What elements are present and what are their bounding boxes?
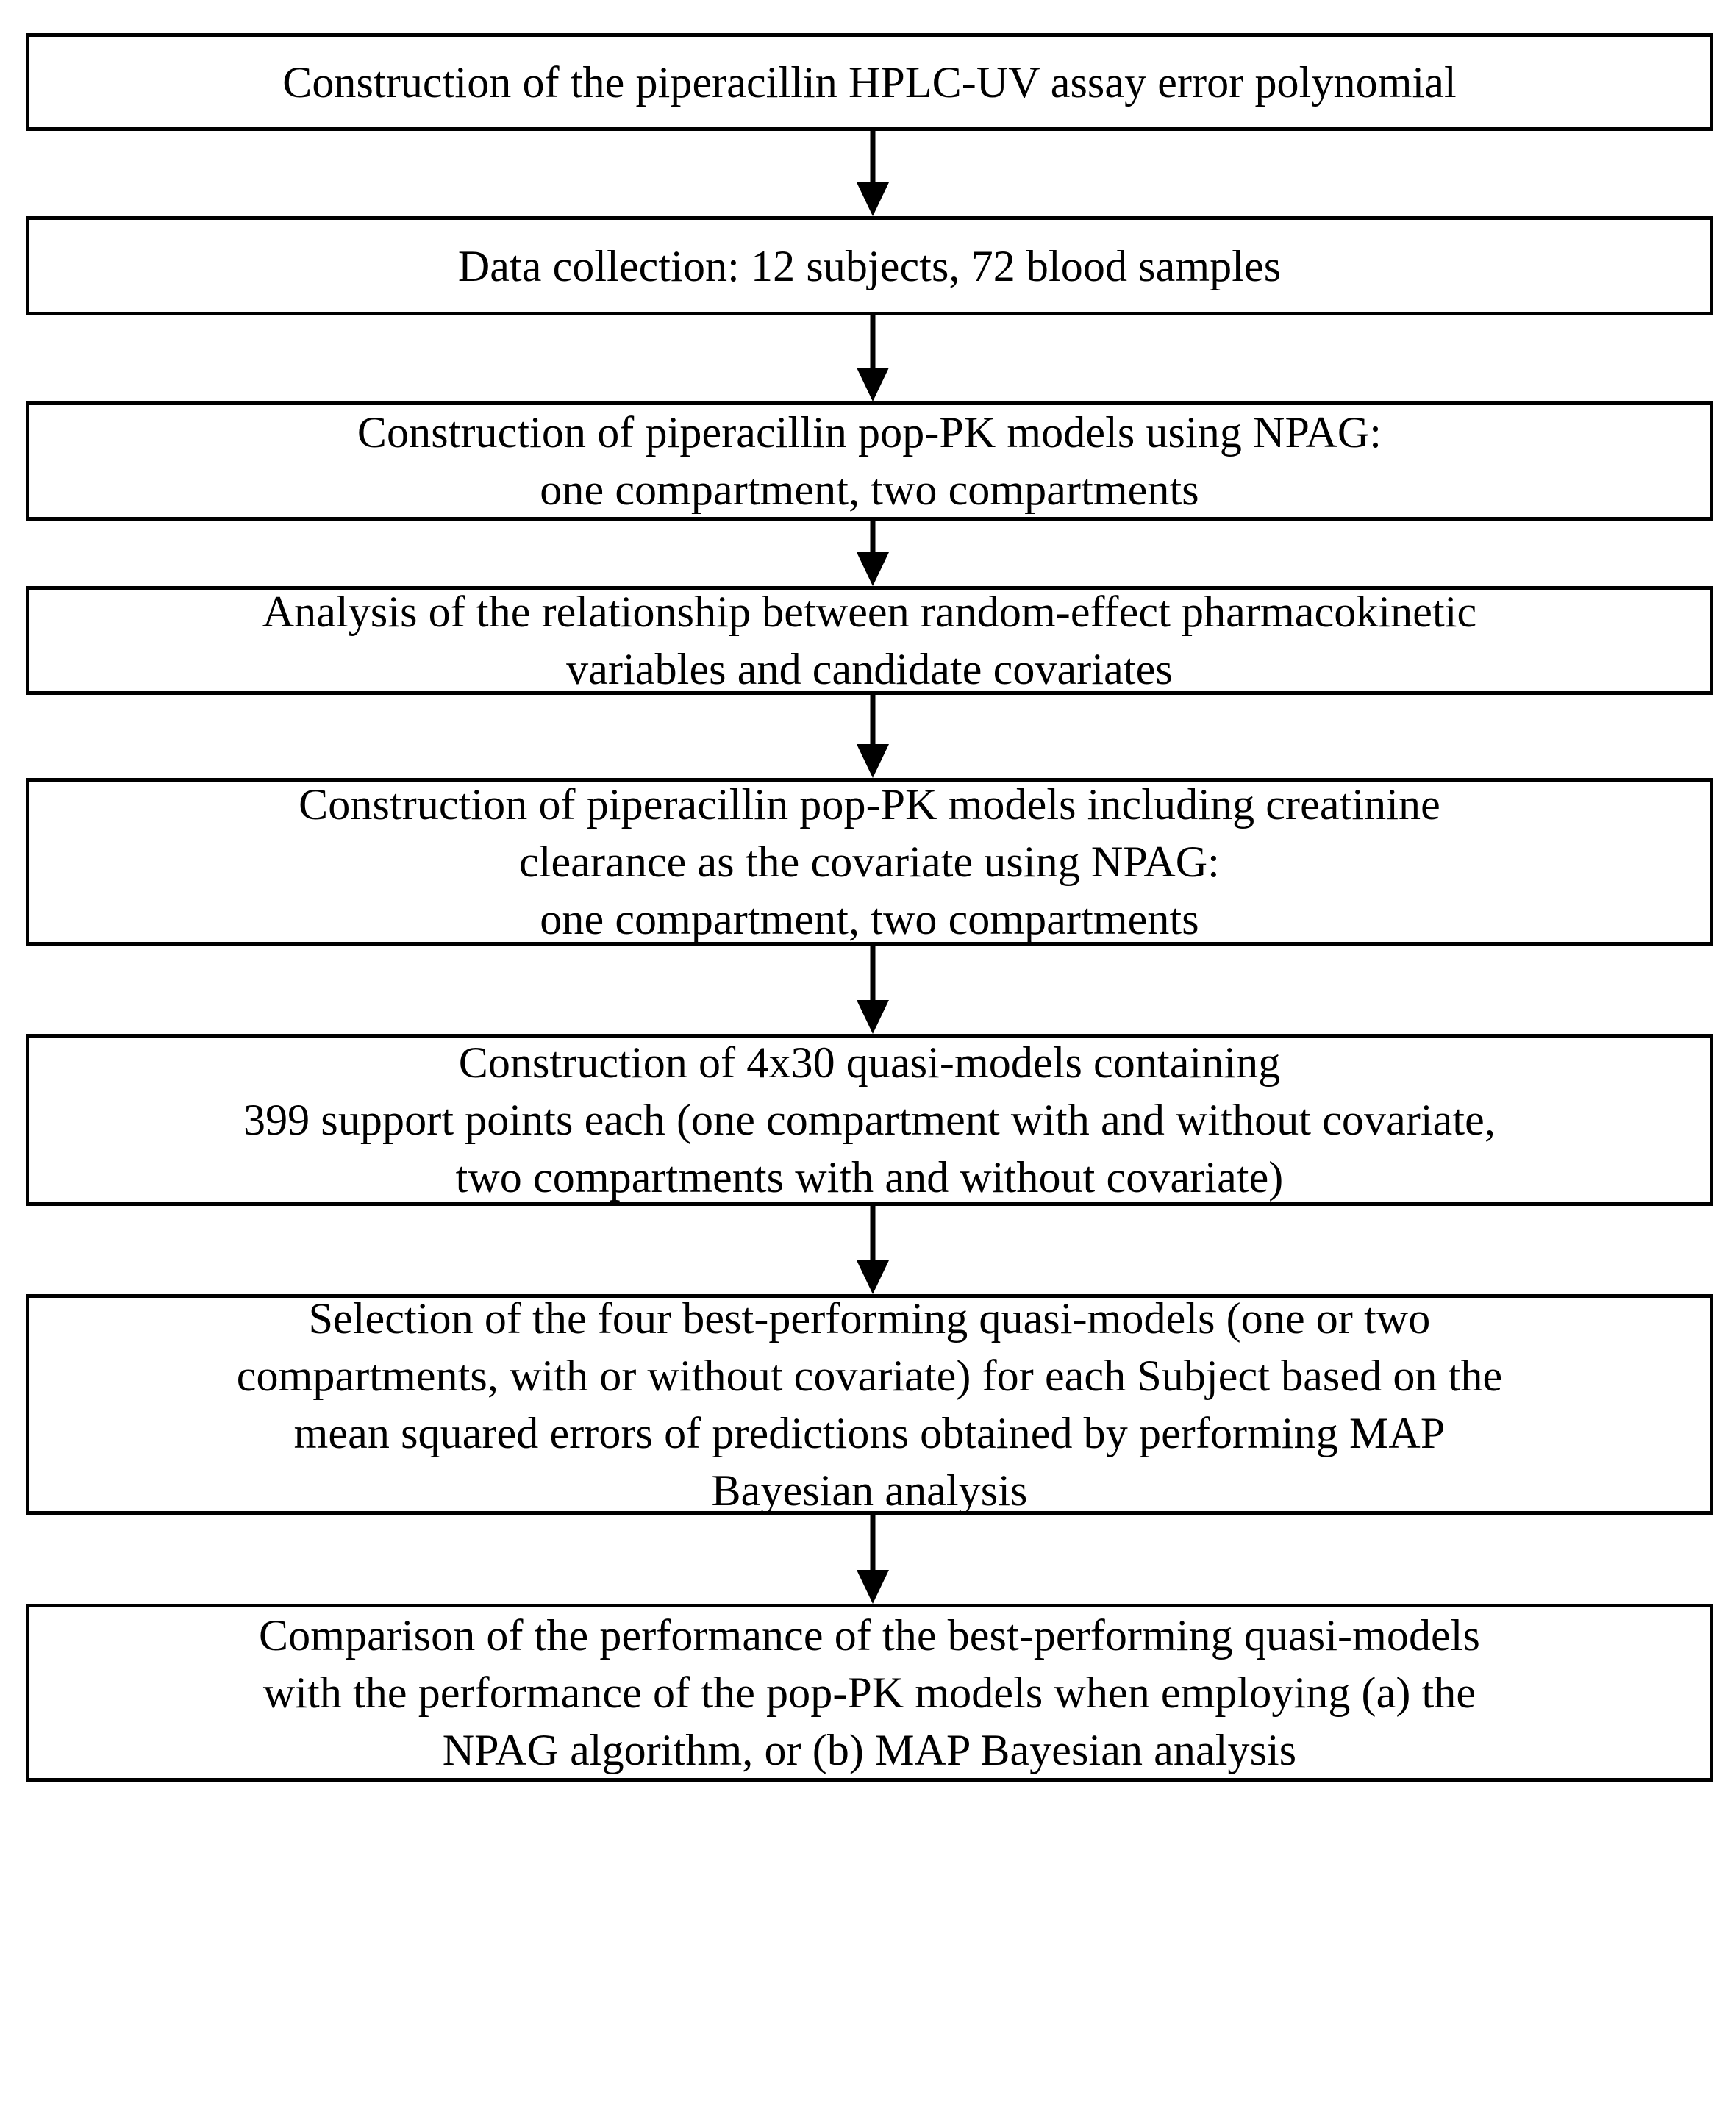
down-arrow-icon <box>856 315 889 401</box>
flow-node-8-label: Comparison of the performance of the bes… <box>258 1611 1480 1774</box>
down-arrow-icon <box>856 521 889 586</box>
flow-node-4-label: Analysis of the relationship between ran… <box>262 588 1477 693</box>
down-arrow-icon <box>856 1515 889 1604</box>
flow-node-3: Construction of piperacillin pop-PK mode… <box>26 401 1713 521</box>
flow-node-5-label: Construction of piperacillin pop-PK mode… <box>299 780 1440 943</box>
connector-3-4 <box>26 521 1713 586</box>
down-arrow-icon <box>856 131 889 216</box>
flow-node-4: Analysis of the relationship between ran… <box>26 586 1713 695</box>
connector-2-3 <box>26 315 1713 401</box>
flow-node-8: Comparison of the performance of the bes… <box>26 1604 1713 1782</box>
flow-node-2-label: Data collection: 12 subjects, 72 blood s… <box>457 241 1282 290</box>
flow-node-1-label: Construction of the piperacillin HPLC-UV… <box>282 57 1457 107</box>
flow-node-3-label: Construction of piperacillin pop-PK mode… <box>357 408 1382 514</box>
down-arrow-icon <box>856 946 889 1034</box>
connector-5-6 <box>26 946 1713 1034</box>
flow-node-7-label: Selection of the four best-performing qu… <box>236 1294 1503 1515</box>
connector-1-2 <box>26 131 1713 216</box>
flow-node-6: Construction of 4x30 quasi-models contai… <box>26 1034 1713 1206</box>
down-arrow-icon <box>856 695 889 778</box>
connector-7-8 <box>26 1515 1713 1604</box>
down-arrow-icon <box>856 1206 889 1294</box>
flow-node-1: Construction of the piperacillin HPLC-UV… <box>26 33 1713 131</box>
connector-4-5 <box>26 695 1713 778</box>
flow-node-2: Data collection: 12 subjects, 72 blood s… <box>26 216 1713 315</box>
connector-6-7 <box>26 1206 1713 1294</box>
flow-node-5: Construction of piperacillin pop-PK mode… <box>26 778 1713 946</box>
flow-node-6-label: Construction of 4x30 quasi-models contai… <box>243 1038 1496 1202</box>
flow-node-7: Selection of the four best-performing qu… <box>26 1294 1713 1515</box>
